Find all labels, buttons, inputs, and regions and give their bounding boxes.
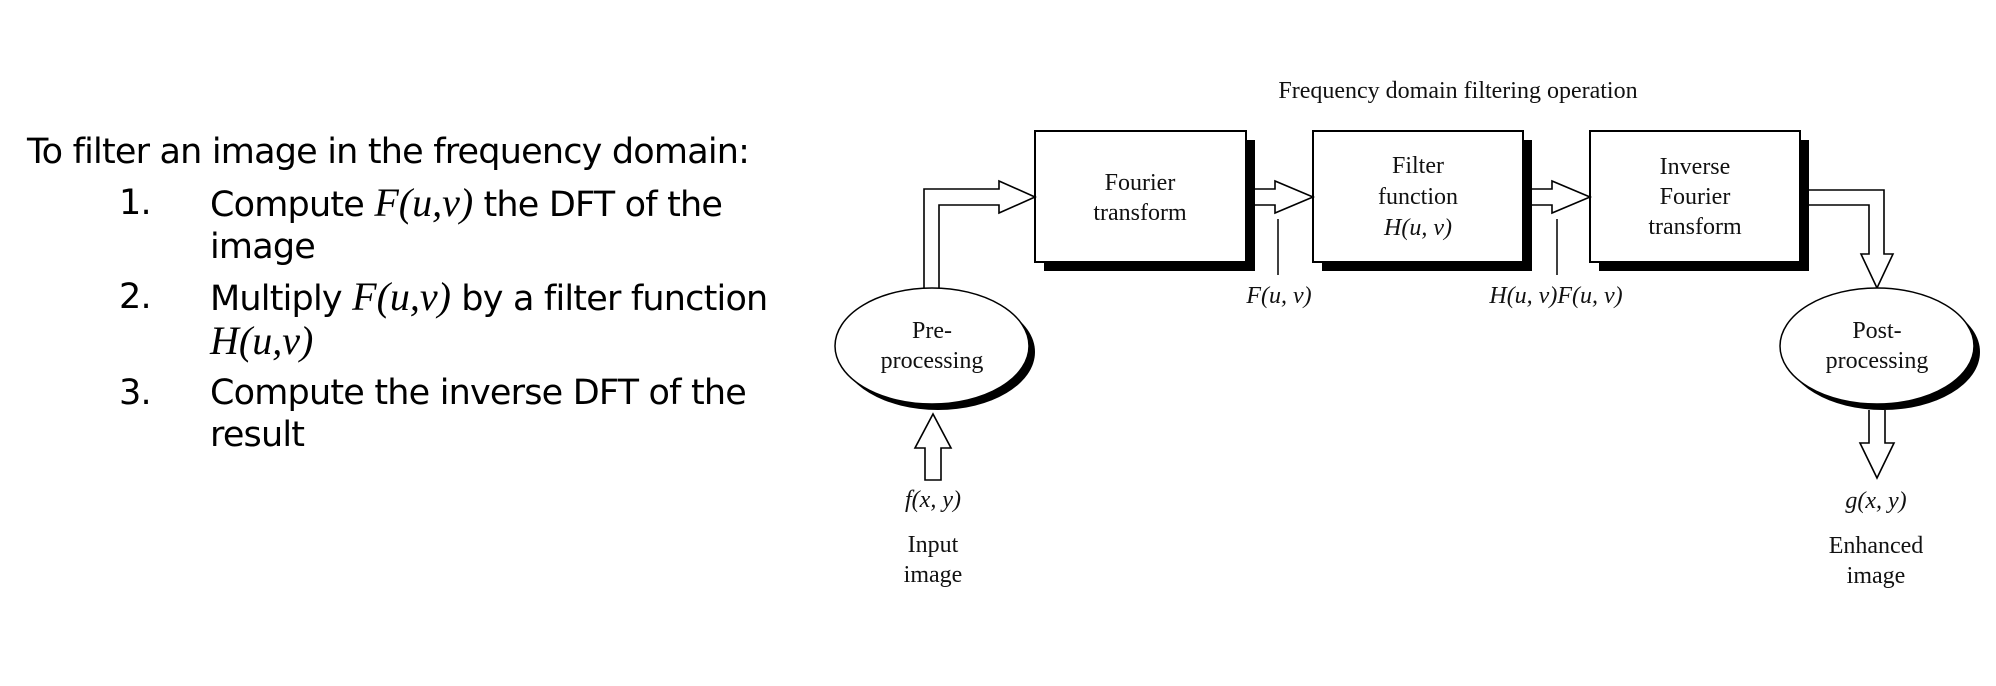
instructions-heading: To filter an image in the frequency doma… [27,132,750,172]
ellipse-label: Post- [1852,318,1901,344]
instructions: To filter an image in the frequency doma… [27,130,807,456]
block-label: function [1378,184,1458,210]
step-2: 2. Multiply F(u,v) by a filter function … [27,276,800,364]
block-label: Fourier [1105,170,1176,196]
steps-list: 1. Compute F(u,v) the DFT of the image 2… [27,182,807,456]
block-label: Inverse [1660,154,1731,180]
signal-label-HF: H(u, v)F(u, v) [1488,283,1622,309]
step-text: by a filter function [450,279,768,319]
arrow-input-up [913,412,953,481]
block-label: Filter [1392,153,1444,179]
step-3: 3. Compute the inverse DFT of the result [27,372,800,456]
block-label: transform [1093,200,1187,226]
output-label: image [1847,563,1906,589]
step-1: 1. Compute F(u,v) the DFT of the image [27,182,800,268]
ellipse-label: processing [1826,348,1929,374]
arrow-inverse-to-post [1809,189,1895,290]
block-label: transform [1648,214,1742,240]
arrow-pre-to-fourier [923,179,1037,289]
input-function-label: f(x, y) [905,487,961,513]
postprocessing-ellipse: Post- processing [1779,287,1980,410]
math-F: F(u,v) [352,274,451,319]
preprocessing-ellipse: Pre- processing [834,287,1035,410]
step-text: Multiply [210,279,353,319]
math-F: F(u,v) [374,180,474,225]
ellipse-label: processing [881,348,984,374]
step-text: Compute the inverse DFT of the result [210,373,747,455]
arrow-fourier-to-filter [1255,179,1316,215]
arrow-filter-to-inverse [1532,179,1593,215]
filter-block: Filter function H(u, v) [1312,130,1524,263]
step-text: the DFT of the image [210,185,723,267]
step-number: 2. [119,277,152,317]
ellipse-label: Pre- [912,318,952,344]
math-H: H(u,v) [210,318,314,363]
step-number: 3. [119,373,152,413]
diagram-title: Frequency domain filtering operation [1278,78,1637,104]
signal-label-F: F(u, v) [1245,283,1311,309]
input-label: Input [908,532,959,558]
step-text: Compute [210,185,375,225]
block-label-math: H(u, v) [1383,215,1452,241]
fourier-block: Fourier transform [1034,130,1247,263]
output-function-label: g(x, y) [1845,488,1906,514]
arrow-output-down [1858,410,1896,480]
output-label: Enhanced [1829,533,1924,559]
input-label: image [904,562,963,588]
block-label: Fourier [1660,184,1731,210]
inverse-block: Inverse Fourier transform [1589,130,1801,263]
step-number: 1. [119,183,152,223]
